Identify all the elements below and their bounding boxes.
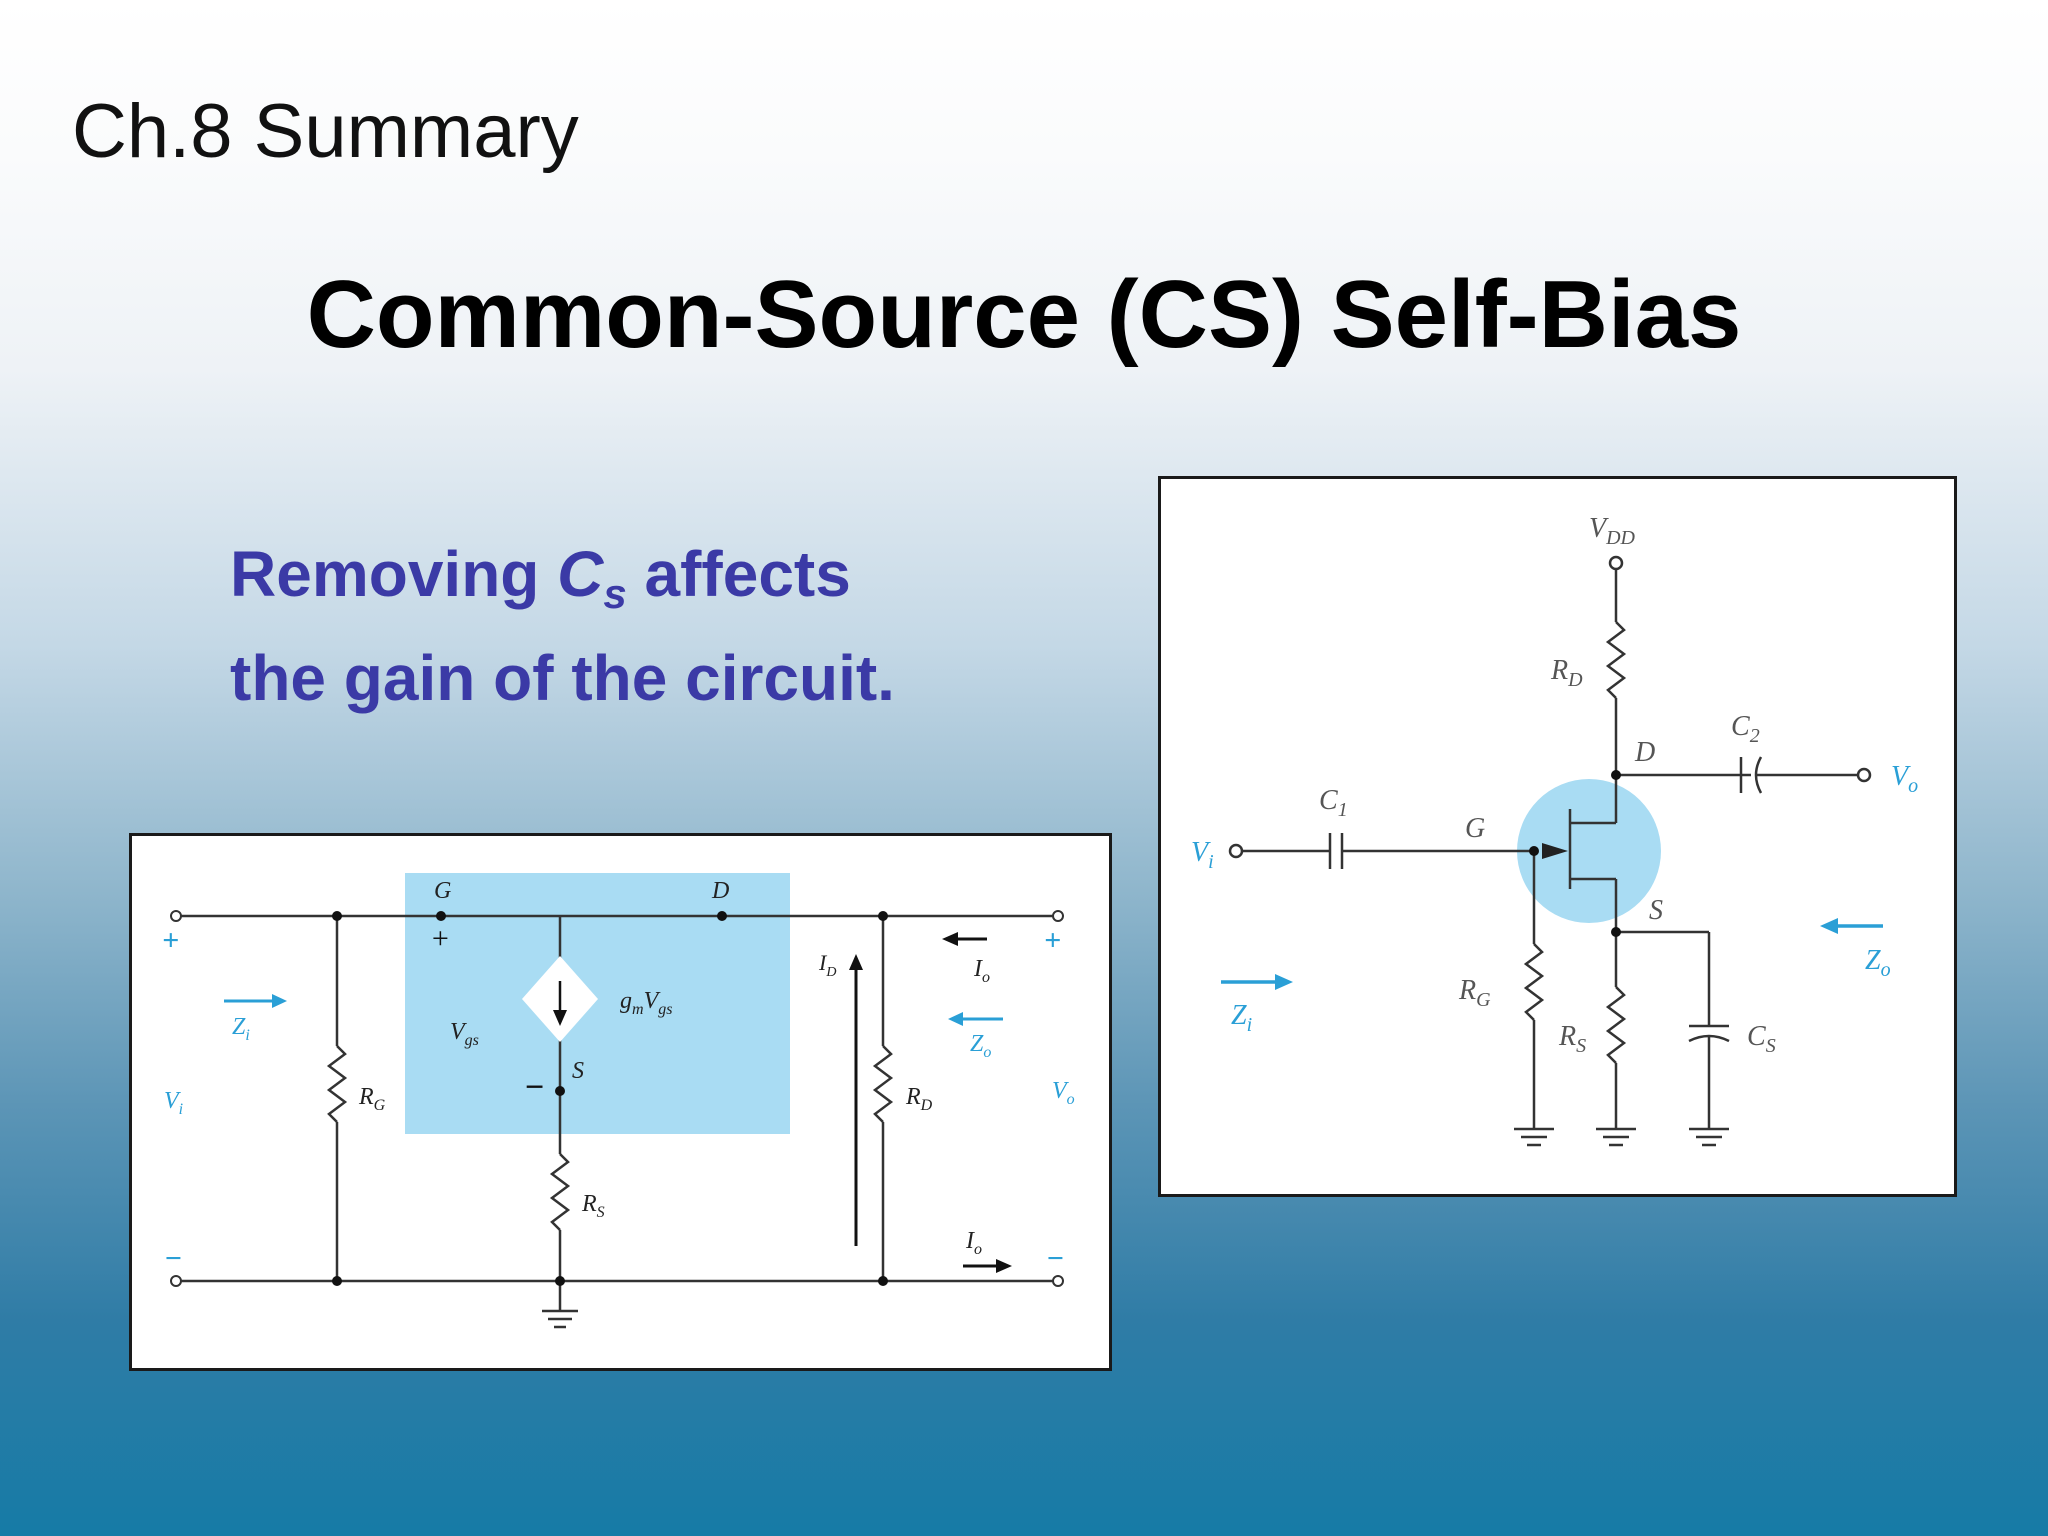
- gm-vgs-label: gmVgs: [620, 988, 672, 1018]
- ac-zo-label: Zo: [970, 1031, 991, 1061]
- ac-node-d: D: [711, 878, 729, 904]
- schematic-svg: VDD RD C2 D Vo C1 G Vi S Zo Zi RG RS CS: [1191, 513, 1918, 1147]
- vi-label: Vi: [1191, 837, 1214, 873]
- ac-node-s: S: [572, 1058, 584, 1084]
- ac-node-g: G: [434, 878, 451, 904]
- drain-label: D: [1634, 737, 1655, 768]
- zi-label: Zi: [1231, 1000, 1252, 1036]
- slide-title: Common-Source (CS) Self-Bias: [306, 261, 1742, 368]
- output-plus: +: [1044, 924, 1061, 957]
- note-line1-start: Removing: [230, 538, 558, 610]
- rg-label: RG: [1458, 975, 1491, 1011]
- vdd-label: VDD: [1589, 513, 1636, 549]
- rd-label: RD: [1550, 655, 1583, 691]
- ac-rd-label: RD: [905, 1084, 933, 1114]
- fet-model-highlight: [405, 873, 790, 1134]
- ac-io-bottom-label: Io: [965, 1228, 982, 1258]
- ac-equivalent-circuit: G D S + − Vgs gmVgs RG RS RD ID Io Io Zi…: [129, 833, 1112, 1371]
- note-line1-end: affects: [626, 538, 851, 610]
- note-variable: C: [557, 538, 604, 610]
- gate-label: G: [1465, 813, 1485, 844]
- jfet-gate-arrow: [1542, 843, 1568, 859]
- note-text: Removing Cs affects the gain of the circ…: [230, 532, 895, 720]
- cs-self-bias-schematic: VDD RD C2 D Vo C1 G Vi S Zo Zi RG RS CS: [1158, 476, 1957, 1197]
- jfet-highlight: [1517, 779, 1661, 923]
- c1-label: C1: [1319, 785, 1348, 821]
- ac-rg-label: RG: [358, 1084, 386, 1114]
- ac-io-top-label: Io: [973, 956, 990, 986]
- ac-zi-label: Zi: [232, 1014, 250, 1044]
- c2-label: C2: [1731, 711, 1760, 747]
- zo-label: Zo: [1865, 945, 1891, 981]
- input-plus: +: [162, 924, 179, 957]
- input-minus: −: [164, 1242, 182, 1275]
- ac-vi-label: Vi: [164, 1088, 183, 1118]
- source-label: S: [1649, 895, 1663, 926]
- ac-vo-label: Vo: [1052, 1078, 1075, 1108]
- rs-label: RS: [1558, 1021, 1586, 1057]
- vgs-minus: −: [524, 1069, 545, 1106]
- output-minus: −: [1046, 1242, 1064, 1275]
- note-subscript: s: [603, 570, 627, 617]
- vgs-plus: +: [430, 922, 450, 955]
- cs-label: CS: [1747, 1021, 1776, 1057]
- vo-label: Vo: [1891, 761, 1918, 797]
- note-line2: the gain of the circuit.: [230, 642, 895, 714]
- ac-circuit-svg: G D S + − Vgs gmVgs RG RS RD ID Io Io Zi…: [162, 873, 1075, 1329]
- ac-id-label: ID: [818, 950, 836, 980]
- ac-rs-label: RS: [581, 1191, 605, 1221]
- chapter-label: Ch.8 Summary: [72, 89, 579, 174]
- ac-vgs-label: Vgs: [450, 1019, 479, 1049]
